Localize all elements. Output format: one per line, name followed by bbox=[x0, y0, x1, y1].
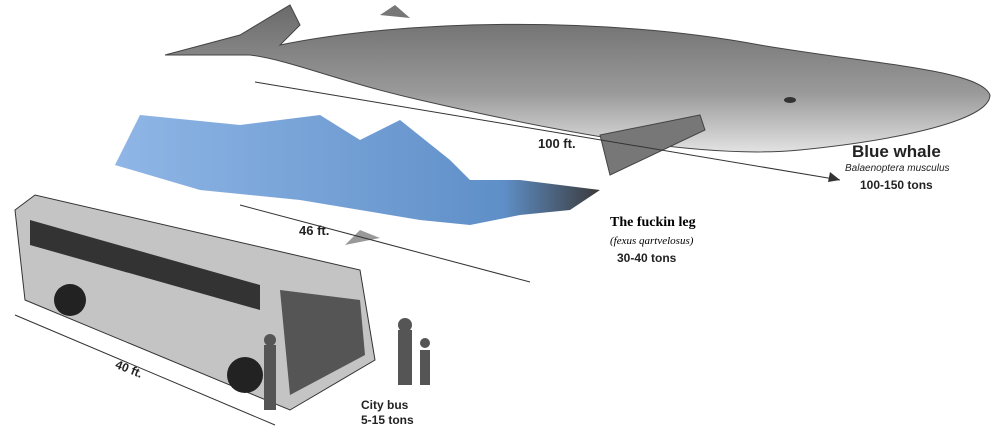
bus-name: City bus bbox=[361, 398, 409, 412]
leg-length-label: 46 ft. bbox=[299, 223, 330, 238]
leg-illustration bbox=[115, 115, 600, 245]
whale-length-line bbox=[254, 81, 841, 181]
whale-species: Balaenoptera musculus bbox=[845, 163, 950, 174]
blue-whale-illustration bbox=[164, 4, 991, 176]
bus-length-line bbox=[14, 314, 276, 426]
leg-length-line bbox=[239, 204, 531, 283]
leg-weight: 30-40 tons bbox=[617, 251, 677, 265]
people-illustration bbox=[264, 318, 430, 410]
bus-weight: 5-15 tons bbox=[361, 413, 414, 427]
whale-name: Blue whale bbox=[852, 142, 941, 161]
whale-weight: 100-150 tons bbox=[860, 178, 933, 192]
whale-length-label: 100 ft. bbox=[538, 136, 576, 151]
city-bus-illustration bbox=[14, 194, 376, 411]
leg-species: (fexus qartvelosus) bbox=[610, 235, 694, 247]
leg-name: The fuckin leg bbox=[610, 215, 696, 230]
